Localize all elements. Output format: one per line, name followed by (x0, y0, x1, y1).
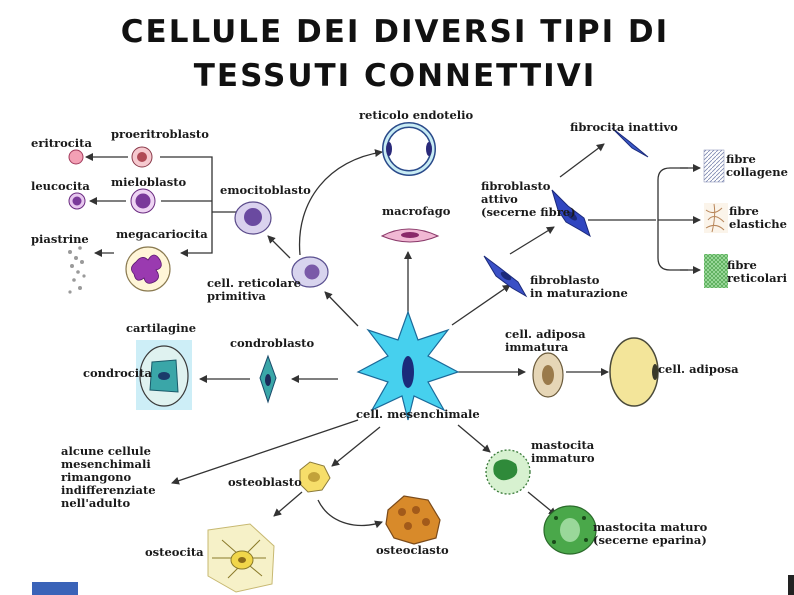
cell-adiposa (609, 337, 659, 407)
piastrine-cluster (68, 246, 86, 294)
label-osteocita: osteocita (145, 545, 204, 559)
cartilagine-tile (136, 340, 192, 410)
arrow-to-fibroblasto-attivo (509, 226, 555, 255)
arrow-to-osteocita (273, 491, 303, 517)
cell-reticolare-primitiva (291, 256, 329, 288)
mastocita-maturo-cell (543, 505, 597, 555)
arrow-to-fibroblasto-maturazione (451, 284, 511, 326)
label-proeritroblasto: proeritroblasto (111, 127, 209, 141)
fibre-collagene-swatch (703, 149, 725, 183)
eritrocita-cell (68, 149, 84, 165)
label-emocitoblasto: emocitoblasto (220, 183, 311, 197)
arrow-to-mastocita-maturo (527, 491, 557, 516)
title-line-2: TESSUTI CONNETTIVI (193, 58, 597, 94)
label-piastrine: piastrine (31, 232, 89, 246)
title-line-1: CELLULE DEI DIVERSI TIPI DI (120, 14, 670, 50)
arrow-emocitoblasto-branches (160, 156, 238, 253)
label-condrocita: condrocita (83, 366, 152, 380)
corner-logo-badge (32, 582, 78, 595)
condroblasto-cell (259, 354, 277, 404)
label-fibrocita-inattivo: fibrocita inattivo (570, 120, 678, 134)
arrow-to-osteoclasto (317, 499, 383, 529)
cell-adiposa-immatura (532, 352, 564, 398)
mieloblasto-cell (130, 188, 156, 214)
osteoblasto-cell (299, 461, 331, 493)
emocitoblasto-cell (234, 201, 272, 235)
proeritroblasto-cell (131, 146, 153, 168)
lineage-arrows (85, 143, 701, 529)
cell-mesenchimale (356, 310, 460, 421)
reticolo-endotelio-ring (382, 122, 436, 176)
label-mieloblasto: mieloblasto (111, 175, 187, 189)
label-cell-adiposa: cell. adiposa (658, 362, 739, 376)
fibre-elastiche-swatch (704, 203, 728, 233)
fibre-reticolari-swatch (704, 254, 728, 288)
label-cell-mesenchimale: cell. mesenchimale (356, 407, 480, 421)
label-leucocita: leucocita (31, 179, 90, 193)
arrow-to-osteoblasto (331, 426, 381, 467)
megacariocita-cell (125, 246, 171, 292)
label-megacariocita: megacariocita (116, 227, 208, 241)
diagram-title: CELLULE DEI DIVERSI TIPI DI TESSUTI CONN… (60, 10, 730, 98)
label-eritrocita: eritrocita (31, 136, 92, 150)
leucocita-cell (68, 192, 86, 210)
arrow-to-fibrocita (559, 143, 605, 178)
arrow-to-mastocita-immaturo (457, 424, 491, 453)
fibroblasto-attivo-cell (551, 189, 591, 238)
label-condroblasto: condroblasto (230, 336, 315, 350)
osteoclasto-cell (385, 495, 441, 545)
label-osteoclasto: osteoclasto (376, 543, 449, 557)
macrofago-cell (380, 228, 440, 243)
label-cartilagine: cartilagine (126, 321, 197, 335)
label-reticolo-endotelio: reticolo endotelio (359, 108, 474, 122)
label-mastocita-maturo: mastocita maturo(secerne eparina) (593, 520, 708, 547)
mastocita-immaturo-cell (485, 449, 531, 495)
arrow-to-emocitoblasto (267, 235, 291, 259)
label-osteoblasto: osteoblasto (228, 475, 302, 489)
corner-edge-mark (788, 575, 794, 595)
osteocita-tile (207, 523, 275, 593)
arrow-fibre-branches (588, 167, 688, 271)
arrow-to-reticolo (298, 149, 383, 256)
label-macrofago: macrofago (382, 204, 451, 218)
fibrocita-inattivo-cell (611, 127, 649, 158)
arrow-to-indifferenziate (171, 419, 359, 485)
arrow-mesench-to-reticolare (324, 291, 359, 327)
fibroblasto-maturazione-cell (483, 255, 528, 298)
